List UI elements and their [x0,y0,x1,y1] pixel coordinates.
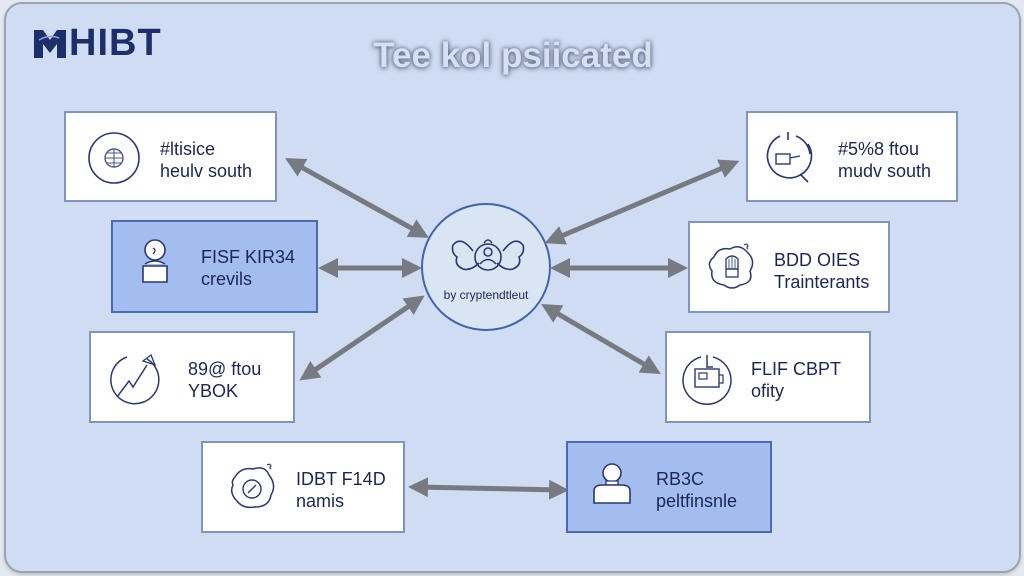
diagram-title: Tee kol psiicated [373,36,653,75]
node-line-1: RB3C [656,469,705,489]
network-wings-icon [451,239,525,271]
node-line-2: Trainterants [774,272,870,292]
node-bottom-left[interactable]: IDBT F14D namis [201,441,405,533]
node-text: FLIF CBPT ofity [751,358,841,402]
globe-icon [88,132,140,184]
hibt-logo-mark-icon [34,30,66,58]
user-profile-icon [593,463,631,504]
node-line-2: crevils [201,269,253,289]
node-mid-right[interactable]: BDD OIES Trainterants [688,221,890,313]
node-text: FISF KIR34 crevils [201,246,295,290]
node-lower-right[interactable]: FLIF CBPT ofity [665,331,871,423]
node-text: #5%8 ftou mudv south [838,138,931,182]
node-text: RB3C peltfinsnle [656,468,737,512]
node-line-2: mudv south [838,161,932,181]
node-line-1: IDBT F14D [296,469,386,489]
node-line-2: peltfinsnle [656,491,738,511]
node-bottom-right[interactable]: RB3C peltfinsnle [566,441,772,533]
node-line-1: #5%8 ftou [838,139,920,159]
central-hub[interactable]: by cryptendtleut [421,203,551,331]
node-line-2: ofity [751,381,785,401]
node-top-right[interactable]: #5%8 ftou mudv south [746,111,958,202]
node-line-2: heulv south [160,161,253,181]
node-line-2: namis [296,491,345,511]
user-desk-icon [142,239,168,283]
node-text: #ltisice heulv south [160,138,252,182]
search-chart-icon [766,132,813,183]
wallet-timer-icon [682,355,732,405]
node-text: BDD OIES Trainterants [774,249,869,293]
fingerprint-icon [708,243,754,289]
node-text: 89@ ftou YBOK [188,358,261,402]
node-lower-left[interactable]: 89@ ftou YBOK [89,331,295,423]
growth-chart-icon [110,353,160,405]
brand-name: HIBT [69,22,162,64]
node-line-1: 89@ ftou [188,359,262,379]
node-line-1: BDD OIES [774,250,861,270]
node-mid-left[interactable]: FISF KIR34 crevils [111,220,318,313]
node-line-2: YBOK [188,381,239,401]
node-line-1: FISF KIR34 [201,247,296,267]
brand-logo: HIBT [33,22,162,64]
hub-label: by cryptendtleut [443,288,529,302]
node-line-1: #ltisice [160,139,216,159]
node-line-1: FLIF CBPT [751,359,842,379]
node-top-left[interactable]: #ltisice heulv south [64,111,277,202]
compass-icon [230,463,275,509]
node-text: IDBT F14D namis [296,468,386,512]
